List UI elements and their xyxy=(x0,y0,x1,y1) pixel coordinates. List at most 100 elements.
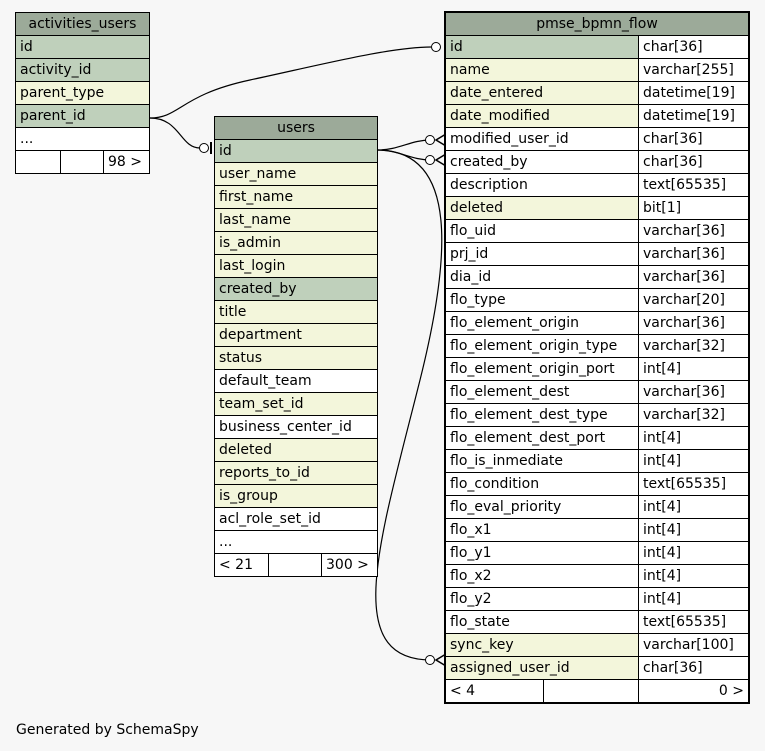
footer-left-link[interactable]: < 21 xyxy=(219,557,253,573)
table-row[interactable]: is_admin xyxy=(215,231,377,254)
column-type: int[4] xyxy=(638,519,748,541)
footer-right-link[interactable]: 0 > xyxy=(638,680,748,702)
column-name: parent_id xyxy=(16,105,149,127)
column-name: last_name xyxy=(215,209,377,231)
table-footer: < 21 300 > xyxy=(215,553,377,576)
table-row[interactable]: default_team xyxy=(215,369,377,392)
column-name: assigned_user_id xyxy=(446,657,638,679)
table-row[interactable]: last_login xyxy=(215,254,377,277)
table-row[interactable]: team_set_id xyxy=(215,392,377,415)
table-row[interactable]: deleted xyxy=(215,438,377,461)
table-row[interactable]: reports_to_id xyxy=(215,461,377,484)
column-type: varchar[36] xyxy=(638,243,748,265)
column-name: prj_id xyxy=(446,243,638,265)
table-row[interactable]: id xyxy=(16,36,149,58)
column-name: flo_element_dest xyxy=(446,381,638,403)
column-name: activity_id xyxy=(16,59,149,81)
footer-right-link[interactable]: 98 > xyxy=(103,151,149,173)
table-row[interactable]: is_group xyxy=(215,484,377,507)
column-type: text[65535] xyxy=(638,473,748,495)
table-row[interactable]: status xyxy=(215,346,377,369)
column-name: ... xyxy=(215,531,377,553)
footer-left-link[interactable]: < 4 xyxy=(450,683,476,699)
column-name: title xyxy=(215,301,377,323)
table-row[interactable]: id xyxy=(215,140,377,162)
table-row[interactable]: activity_id xyxy=(16,58,149,81)
table-row[interactable]: ... xyxy=(215,530,377,553)
table-row[interactable]: last_name xyxy=(215,208,377,231)
footer-right-link[interactable]: 300 > xyxy=(321,554,377,576)
column-name: flo_is_inmediate xyxy=(446,450,638,472)
column-name: created_by xyxy=(446,151,638,173)
column-name: flo_element_dest_port xyxy=(446,427,638,449)
column-type: varchar[255] xyxy=(638,59,748,81)
column-name: flo_element_origin xyxy=(446,312,638,334)
edge-crow-marker xyxy=(434,153,447,167)
table-row[interactable]: department xyxy=(215,323,377,346)
table-row[interactable]: created_by xyxy=(215,277,377,300)
table-row[interactable]: user_name xyxy=(215,162,377,185)
table-row[interactable]: first_name xyxy=(215,185,377,208)
column-name: deleted xyxy=(446,197,638,219)
column-name: status xyxy=(215,347,377,369)
edge-end-marker xyxy=(425,135,435,145)
column-name: description xyxy=(446,174,638,196)
column-name: deleted xyxy=(215,439,377,461)
table-row[interactable]: ... xyxy=(16,127,149,150)
column-type: char[36] xyxy=(638,151,748,173)
column-type: varchar[32] xyxy=(638,404,748,426)
column-name: last_login xyxy=(215,255,377,277)
edge-end-marker xyxy=(199,143,209,153)
table-title: pmse_bpmn_flow xyxy=(446,13,748,36)
column-name: flo_x1 xyxy=(446,519,638,541)
column-type: varchar[36] xyxy=(638,220,748,242)
column-type: char[36] xyxy=(638,657,748,679)
table-row[interactable]: parent_type xyxy=(16,81,149,104)
table-row[interactable]: parent_id xyxy=(16,104,149,127)
column-name: flo_y1 xyxy=(446,542,638,564)
column-type: char[36] xyxy=(638,128,748,150)
column-type: char[36] xyxy=(638,36,748,58)
footer-middle xyxy=(543,680,638,702)
column-name: flo_state xyxy=(446,611,638,633)
column-name: sync_key xyxy=(446,634,638,656)
column-name: created_by xyxy=(215,278,377,300)
table-row[interactable]: acl_role_set_id xyxy=(215,507,377,530)
table-row[interactable]: title xyxy=(215,300,377,323)
column-name: first_name xyxy=(215,186,377,208)
edge-crow-marker xyxy=(434,653,447,667)
column-name: flo_condition xyxy=(446,473,638,495)
table-row[interactable]: business_center_id xyxy=(215,415,377,438)
